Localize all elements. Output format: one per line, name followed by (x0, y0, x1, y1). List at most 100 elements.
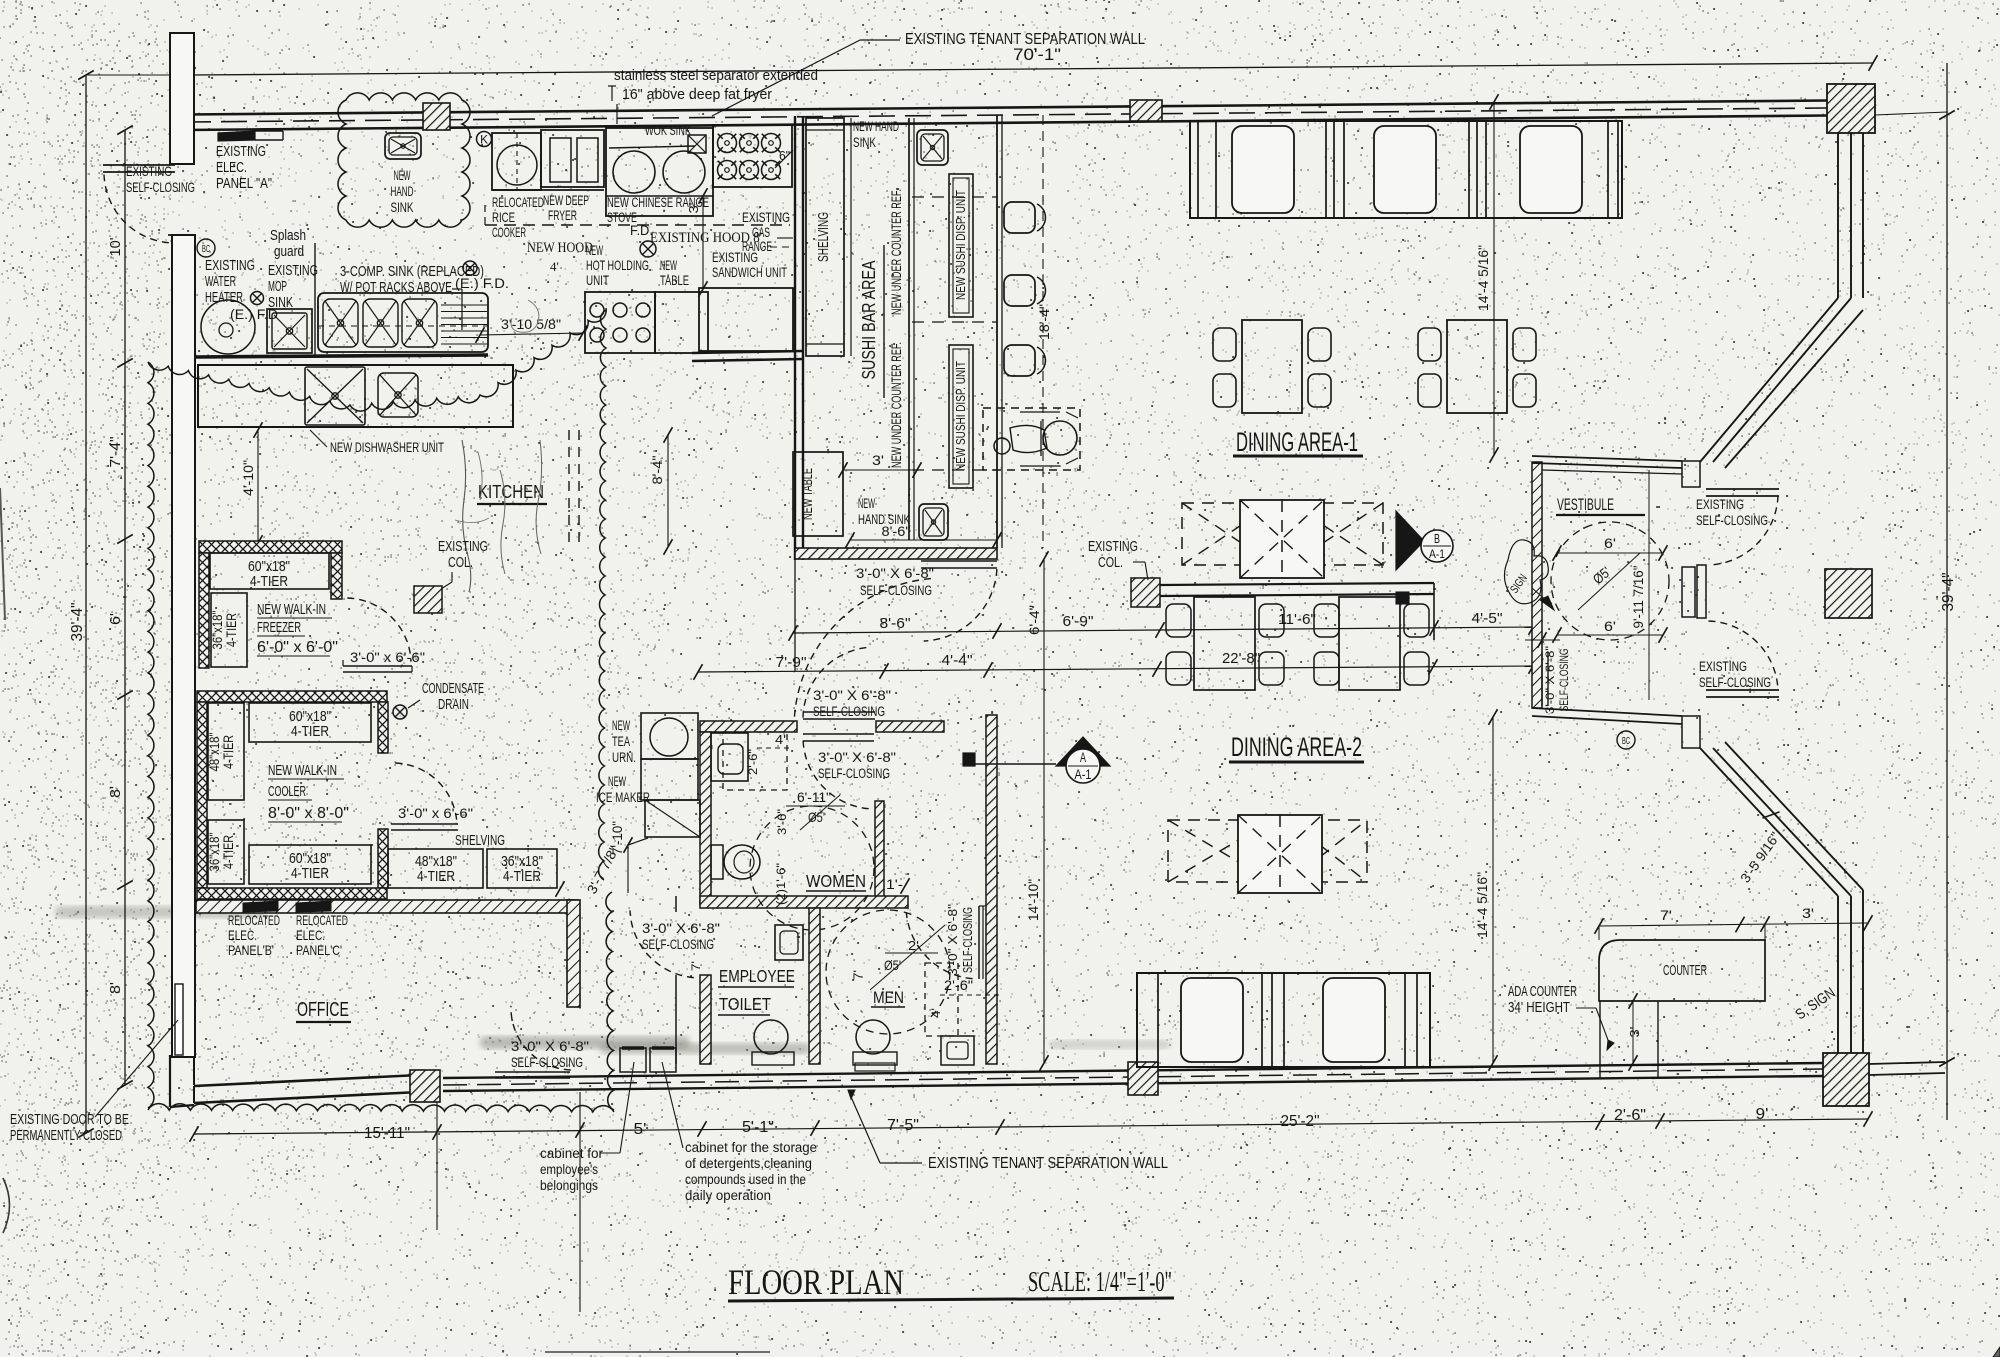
svg-text:3'-6": 3'-6" (775, 809, 789, 835)
svg-text:cabinet for the storage: cabinet for the storage (685, 1140, 817, 1156)
svg-text:SELF-CLOSING: SELF-CLOSING (818, 766, 890, 782)
svg-text:4-TIER: 4-TIER (221, 835, 236, 869)
svg-text:14'-4 5/16": 14'-4 5/16" (1476, 245, 1492, 311)
svg-text:OFFICE: OFFICE (297, 999, 349, 1021)
svg-text:3'-0" X 6'-8": 3'-0" X 6'-8" (511, 1039, 589, 1055)
svg-text:4'-5": 4'-5" (1472, 611, 1503, 627)
svg-text:SELF-CLOSING: SELF-CLOSING (642, 937, 714, 953)
svg-text:SELF-CLOSING: SELF-CLOSING (1557, 649, 1571, 712)
svg-text:7': 7' (851, 970, 865, 980)
svg-text:employee's: employee's (540, 1162, 598, 1178)
svg-text:ADA COUNTER: ADA COUNTER (1508, 984, 1577, 1000)
svg-text:FREEZER: FREEZER (257, 620, 301, 636)
svg-text:NEW HAND: NEW HAND (853, 119, 899, 134)
svg-text:4': 4' (775, 732, 786, 747)
svg-text:TOILET: TOILET (719, 994, 771, 1014)
svg-text:EXISTING TENANT SEPARATION: EXISTING TENANT SEPARATION WALL (928, 1155, 1168, 1172)
svg-text:NEW TABLE: NEW TABLE (800, 468, 815, 520)
svg-text:NEW SUSHI DISP. UNIT: NEW SUSHI DISP. UNIT (953, 190, 968, 300)
svg-text:RELOCATED: RELOCATED (296, 913, 348, 928)
svg-text:3-COMP. SINK (REPLACED): 3-COMP. SINK (REPLACED) (340, 264, 484, 280)
svg-text:RELOCATED: RELOCATED (492, 195, 544, 210)
svg-text:NEW SUSHI DISP. UNIT: NEW SUSHI DISP. UNIT (953, 361, 968, 471)
svg-text:6'-0" x 6'-0": 6'-0" x 6'-0" (257, 639, 338, 656)
svg-text:SELF-CLOSING: SELF-CLOSING (860, 583, 932, 599)
svg-text:SELF-CLOSING: SELF-CLOSING (511, 1055, 583, 1071)
svg-text:WOK SINK: WOK SINK (645, 123, 691, 138)
svg-text:NEW DISHWASHER UNIT: NEW DISHWASHER UNIT (330, 440, 444, 456)
svg-text:6': 6' (1604, 536, 1616, 551)
svg-text:48"x18": 48"x18" (415, 854, 457, 870)
svg-text:8'-4": 8'-4" (650, 455, 665, 484)
svg-text:DINING AREA-2: DINING AREA-2 (1231, 731, 1362, 762)
svg-text:B: B (1434, 531, 1440, 546)
svg-text:A: A (1080, 750, 1087, 765)
svg-text:7'-10": 7'-10" (610, 821, 625, 855)
svg-text:TABLE: TABLE (660, 273, 689, 288)
svg-text:6'-4": 6'-4" (1027, 605, 1043, 635)
svg-text:4-TIER: 4-TIER (224, 613, 239, 647)
svg-text:2'-6": 2'-6" (746, 749, 760, 775)
svg-text:EXISTING: EXISTING (126, 164, 172, 179)
svg-text:EXISTING: EXISTING (1088, 539, 1138, 555)
svg-text:7': 7' (689, 961, 703, 971)
svg-text:SINK: SINK (391, 200, 414, 215)
svg-text:EXISTING TENANT SEPARATION: EXISTING TENANT SEPARATION WALL (905, 31, 1145, 48)
svg-text:BC: BC (202, 244, 210, 255)
svg-text:14'-10": 14'-10" (1026, 879, 1042, 921)
svg-text:4-TIER: 4-TIER (417, 869, 455, 885)
svg-text:4-TIER: 4-TIER (250, 574, 288, 590)
svg-text:6": 6" (779, 148, 790, 163)
svg-text:SHELVING: SHELVING (455, 833, 505, 849)
svg-text:NEW: NEW (608, 774, 626, 790)
svg-text:3'-0" x 6'-6": 3'-0" x 6'-6" (350, 650, 425, 666)
svg-text:UNIT: UNIT (586, 273, 609, 288)
svg-text:3'-0" X 6'-8": 3'-0" X 6'-8" (1543, 646, 1557, 714)
svg-text:MOP: MOP (268, 279, 287, 295)
svg-text:4': 4' (550, 259, 559, 274)
svg-text:WOMEN: WOMEN (806, 871, 866, 891)
svg-text:TEA: TEA (612, 734, 630, 750)
svg-text:4': 4' (929, 1008, 943, 1018)
svg-text:8'-6": 8'-6" (882, 524, 911, 539)
svg-text:W/ POT RACKS ABOVE: W/ POT RACKS ABOVE (340, 280, 452, 296)
svg-text:SELF-CLOSING: SELF-CLOSING (126, 180, 195, 195)
svg-text:70'-1": 70'-1" (1013, 46, 1061, 64)
svg-text:ELEC.: ELEC. (216, 160, 247, 176)
svg-text:A-1: A-1 (1429, 547, 1445, 561)
svg-text:NEW UNDER COUNTER REF.: NEW UNDER COUNTER REF. (889, 189, 904, 315)
svg-text:PERMANENTLY CLOSED: PERMANENTLY CLOSED (10, 1128, 122, 1144)
svg-text:4'-10": 4'-10" (241, 460, 257, 496)
svg-text:RELOCATED: RELOCATED (228, 913, 280, 928)
svg-text:guard: guard (274, 244, 304, 260)
svg-text:PANEL "A": PANEL "A" (216, 176, 272, 192)
svg-text:4-TIER: 4-TIER (503, 869, 541, 885)
svg-text:SCALE: 1/4"=1'-0": SCALE: 1/4"=1'-0" (1028, 1266, 1172, 1298)
svg-text:ICE MAKER: ICE MAKER (596, 790, 650, 806)
svg-text:PANEL'B': PANEL'B' (228, 943, 274, 958)
svg-text:3'-0" X 6'-8": 3'-0" X 6'-8" (813, 688, 891, 704)
svg-text:URN.: URN. (612, 750, 636, 766)
svg-text:NEW UNDER COUNTER REF.: NEW UNDER COUNTER REF. (889, 342, 904, 468)
svg-text:EXISTING: EXISTING (712, 250, 758, 265)
svg-text:36"x18": 36"x18" (501, 854, 543, 870)
svg-text:RANGE: RANGE (742, 239, 772, 255)
svg-text:1'-: 1'- (886, 877, 903, 892)
svg-text:GAS: GAS (752, 225, 770, 241)
svg-text:ELEC.: ELEC. (228, 928, 257, 943)
svg-text:3'-0" x 6'-6": 3'-0" x 6'-6" (398, 806, 473, 822)
svg-text:4-TIER: 4-TIER (221, 735, 236, 769)
svg-text:36"x18": 36"x18" (210, 610, 225, 649)
svg-text:10': 10' (108, 237, 124, 256)
svg-text:(E.) F.D: (E.) F.D (230, 307, 278, 323)
svg-text:A-1: A-1 (1075, 767, 1092, 782)
svg-text:COL.: COL. (1098, 555, 1123, 571)
svg-text:11'-6": 11'-6" (1278, 612, 1316, 628)
svg-text:8': 8' (108, 982, 124, 994)
svg-text:6': 6' (1604, 619, 1616, 634)
svg-text:DINING AREA-1: DINING AREA-1 (1236, 426, 1358, 457)
svg-text:7'-9": 7'-9" (776, 655, 807, 671)
svg-text:COOLER: COOLER (268, 784, 306, 800)
svg-text:SELF-CLOSING: SELF-CLOSING (960, 907, 975, 973)
svg-text:48"x18": 48"x18" (207, 732, 222, 771)
